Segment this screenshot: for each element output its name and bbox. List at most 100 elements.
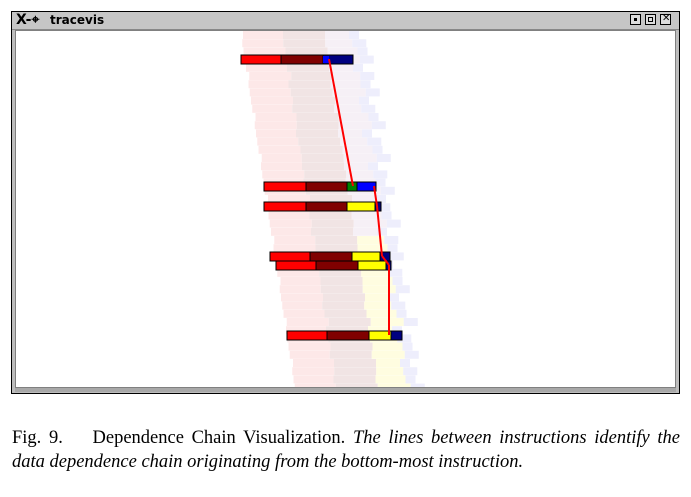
faded-decode-segment bbox=[328, 318, 371, 326]
faded-issue-segment bbox=[340, 137, 368, 146]
faded-decode-segment bbox=[293, 96, 335, 105]
faded-fetch-segment bbox=[251, 96, 293, 105]
faded-fetch-segment bbox=[261, 154, 302, 162]
instruction-decode-segment bbox=[315, 260, 359, 271]
highlighted-instructions bbox=[240, 54, 403, 341]
faded-fetch-segment bbox=[261, 162, 302, 171]
faded-retire-segment bbox=[357, 47, 368, 56]
instruction-fetch-segment bbox=[275, 260, 317, 271]
instruction-decode-segment bbox=[326, 330, 370, 341]
horizontal-scrollbar[interactable] bbox=[15, 388, 676, 392]
trace-canvas[interactable] bbox=[15, 30, 676, 388]
faded-retire-segment bbox=[376, 203, 391, 212]
faded-decode-segment bbox=[326, 326, 368, 335]
faded-decode-segment bbox=[320, 285, 363, 294]
faded-fetch-segment bbox=[293, 359, 334, 367]
faded-issue-segment bbox=[343, 154, 377, 162]
instruction-decode-segment bbox=[280, 54, 324, 65]
instruction-retire-segment bbox=[323, 56, 329, 63]
faded-retire-segment bbox=[359, 96, 369, 105]
trace-visualization bbox=[240, 31, 425, 387]
faded-issue-segment bbox=[332, 88, 366, 97]
faded-issue-segment bbox=[335, 96, 359, 105]
faded-decode-segment bbox=[301, 154, 344, 162]
faded-decode-segment bbox=[300, 145, 343, 154]
faded-fetch-segment bbox=[294, 383, 336, 387]
faded-issue-segment bbox=[346, 170, 374, 179]
faded-retire-segment bbox=[386, 219, 401, 228]
faded-decode-segment bbox=[290, 88, 333, 97]
faded-fetch-segment bbox=[281, 293, 323, 302]
faded-decode-segment bbox=[288, 80, 331, 89]
maximize-button[interactable] bbox=[645, 14, 656, 25]
faded-decode-segment bbox=[296, 129, 338, 138]
faded-retire-segment bbox=[396, 309, 407, 318]
faded-decode-segment bbox=[304, 170, 347, 179]
faded-retire-segment bbox=[387, 244, 398, 253]
faded-decode-segment bbox=[334, 367, 377, 376]
instruction-issue_yellow-segment bbox=[351, 251, 381, 262]
figure-title: Dependence Chain Visualization. bbox=[92, 428, 346, 448]
faded-issue-segment bbox=[371, 350, 405, 359]
faded-fetch-segment bbox=[286, 326, 326, 335]
faded-fetch-segment bbox=[274, 236, 316, 244]
title-bar[interactable]: X-⌖ tracevis ✕ bbox=[12, 12, 679, 30]
faded-retire-segment bbox=[397, 334, 412, 343]
faded-fetch-segment bbox=[242, 39, 284, 48]
dependence-edge bbox=[328, 58, 354, 187]
faded-issue-segment bbox=[377, 383, 411, 387]
faded-retire-segment bbox=[349, 31, 359, 39]
close-button[interactable]: ✕ bbox=[660, 13, 671, 25]
faded-retire-segment bbox=[352, 39, 367, 48]
faded-retire-segment bbox=[375, 178, 386, 187]
faded-decode-segment bbox=[334, 359, 376, 367]
faded-fetch-segment bbox=[249, 88, 291, 97]
faded-decode-segment bbox=[283, 39, 326, 48]
faded-fetch-segment bbox=[293, 375, 334, 384]
faded-retire-segment bbox=[360, 72, 375, 80]
faded-retire-segment bbox=[405, 375, 416, 384]
faded-fetch-segment bbox=[257, 137, 299, 146]
figure-text: The lines between instructions identify … bbox=[12, 428, 681, 472]
instruction-decode-segment bbox=[305, 201, 348, 212]
faded-decode-segment bbox=[315, 236, 358, 244]
instruction-fetch-segment bbox=[286, 330, 328, 341]
dependence-edge bbox=[381, 255, 390, 266]
faded-issue-segment bbox=[362, 277, 393, 285]
minimize-button[interactable] bbox=[630, 14, 641, 25]
dependence-edge bbox=[376, 205, 383, 257]
dependence-chain bbox=[328, 58, 390, 335]
faded-issue-segment bbox=[333, 72, 361, 80]
faded-retire-segment bbox=[376, 195, 386, 203]
faded-retire-segment bbox=[365, 88, 380, 97]
faded-retire-segment bbox=[373, 170, 388, 179]
faded-issue-segment bbox=[364, 301, 392, 310]
faded-issue-segment bbox=[344, 162, 368, 171]
faded-retire-segment bbox=[389, 293, 399, 302]
faded-decode-segment bbox=[323, 293, 365, 302]
faded-decode-segment bbox=[292, 104, 335, 113]
instruction-fetch-segment bbox=[240, 54, 282, 65]
faded-issue-segment bbox=[329, 63, 353, 72]
faded-decode-segment bbox=[324, 309, 367, 318]
faded-retire-segment bbox=[360, 80, 371, 89]
faded-retire-segment bbox=[392, 326, 402, 335]
faded-fetch-segment bbox=[288, 342, 331, 351]
faded-fetch-segment bbox=[279, 285, 321, 294]
faded-retire-segment bbox=[404, 350, 419, 359]
faded-fetch-segment bbox=[243, 31, 283, 39]
faded-retire-segment bbox=[384, 236, 399, 244]
faded-retire-segment bbox=[367, 137, 382, 146]
faded-issue-segment bbox=[352, 195, 376, 203]
faded-fetch-segment bbox=[289, 350, 330, 359]
faded-retire-segment bbox=[403, 318, 418, 326]
faded-issue-segment bbox=[362, 285, 396, 294]
faded-retire-segment bbox=[380, 186, 395, 195]
x-window-icon: X-⌖ bbox=[16, 12, 40, 28]
faded-issue-segment bbox=[338, 113, 369, 121]
faded-decode-segment bbox=[322, 301, 365, 310]
faded-fetch-segment bbox=[255, 113, 297, 121]
faded-issue-segment bbox=[376, 359, 400, 367]
figure-label: Fig. 9. bbox=[12, 428, 63, 448]
faded-issue-segment bbox=[353, 219, 387, 228]
